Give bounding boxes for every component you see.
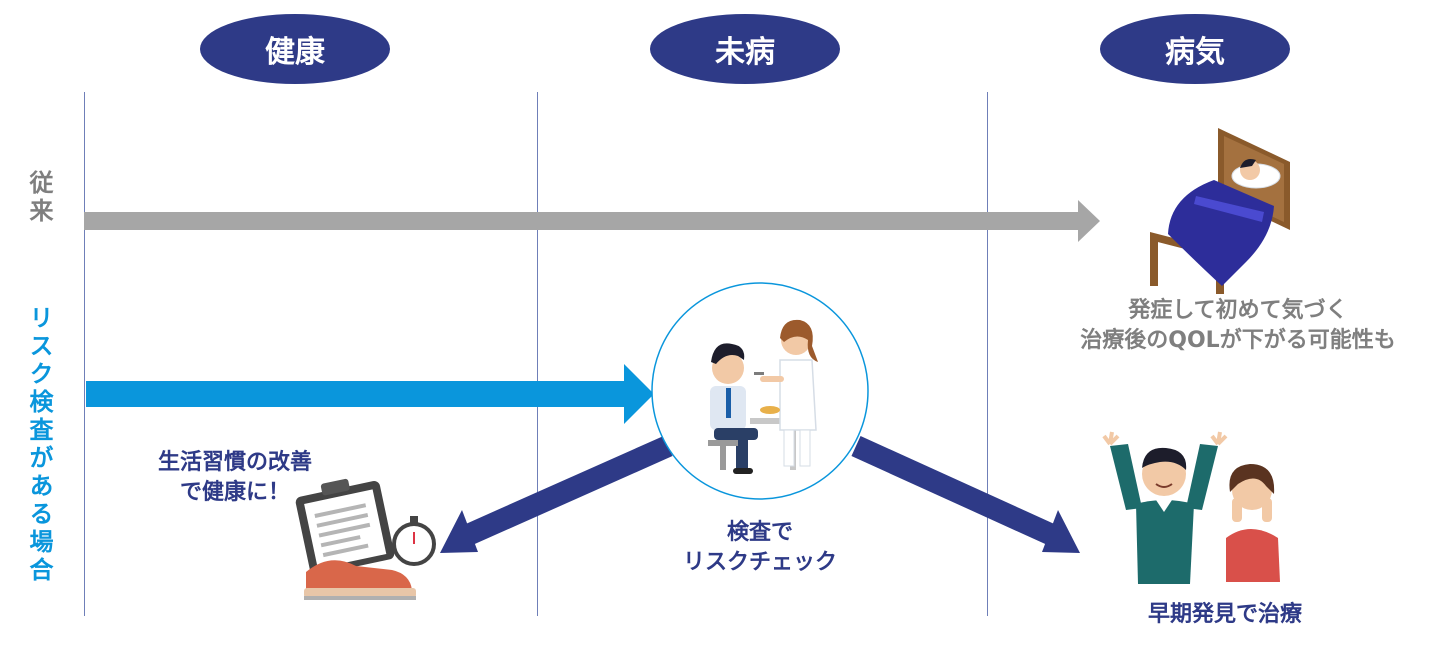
early-detection-arrow bbox=[856, 446, 1080, 553]
happy-people-illustration bbox=[1104, 432, 1280, 584]
risk-check-arrow bbox=[86, 364, 654, 424]
early-detection-caption: 早期発見で治療 bbox=[1110, 600, 1340, 630]
illness-caption: 発症して初めて気づく 治療後のQOLが下がる可能性も bbox=[1040, 296, 1436, 356]
sick-in-bed-illustration bbox=[1150, 128, 1290, 294]
checkup-circle bbox=[652, 283, 868, 499]
checkup-caption: 検査で リスクチェック bbox=[640, 518, 880, 578]
lifestyle-caption: 生活習慣の改善 で健康に！ bbox=[110, 448, 360, 508]
lifestyle-arrow bbox=[440, 446, 668, 553]
conventional-arrow bbox=[84, 200, 1100, 242]
